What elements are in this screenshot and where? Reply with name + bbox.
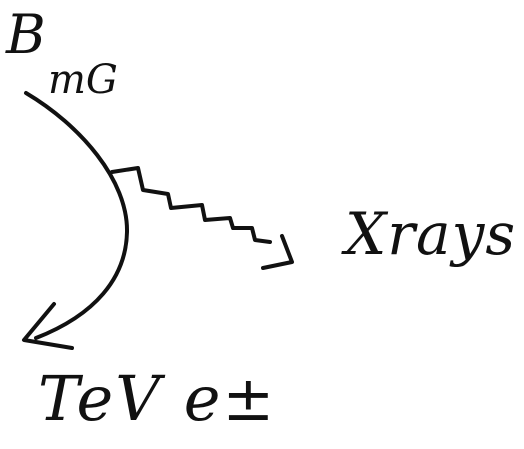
electron-trajectory-curve — [24, 91, 130, 340]
field-subscript-label: mG — [48, 57, 118, 103]
photon-arrowhead-icon — [261, 234, 294, 270]
particle-label: TeV e± — [38, 362, 277, 435]
field-symbol-label: B — [6, 3, 46, 66]
photon-zigzag-line — [110, 166, 272, 244]
electron-arrowhead-icon — [22, 302, 74, 350]
photon-label: Xrays — [345, 200, 517, 268]
